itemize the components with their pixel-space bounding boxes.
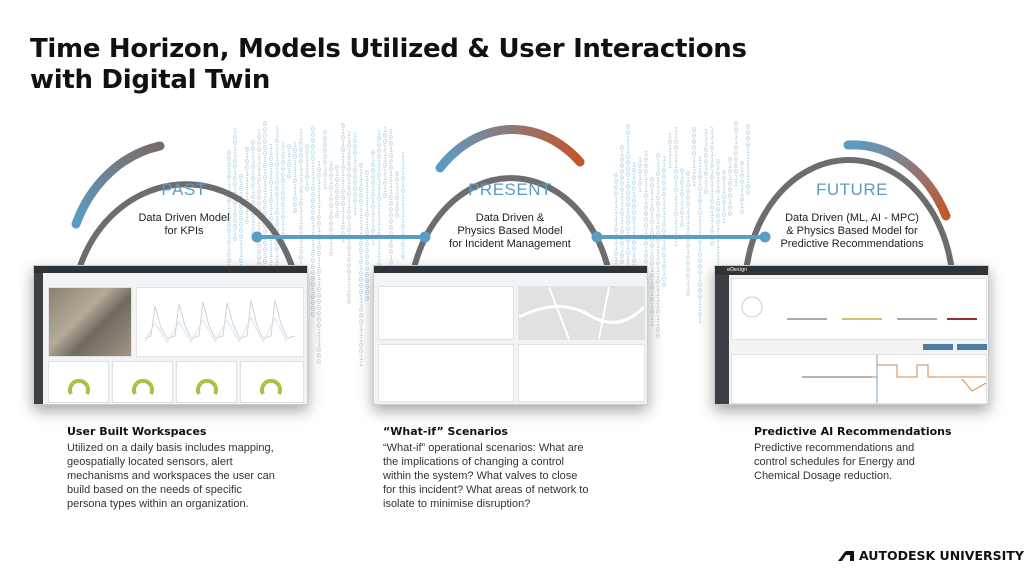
scenario-details-panel: [378, 286, 514, 340]
kpi-panel: [731, 278, 987, 340]
caption-what-if-scenarios: “What-if” Scenarios “What-if” operationa…: [383, 425, 588, 511]
caption-line: the implications of changing a control: [383, 456, 564, 468]
app-sidebar: [34, 273, 43, 404]
phase-description: Data Driven & Physics Based Model for In…: [400, 212, 620, 251]
phase-present: PRESENT Data Driven & Physics Based Mode…: [400, 180, 620, 251]
caption-heading: User Built Workspaces: [67, 425, 207, 438]
caption-line: for this incident? What areas of network…: [383, 484, 589, 496]
aerial-map: [48, 287, 132, 357]
caption-line: mechanisms and workspaces the user can: [67, 470, 275, 482]
phase-name: PAST: [161, 180, 207, 199]
desc-line: Physics Based Model: [457, 225, 563, 237]
future-arc: [742, 157, 956, 293]
line-chart-panel: [136, 287, 304, 357]
past-arc: [71, 181, 301, 293]
desc-line: & Physics Based Model for: [786, 225, 918, 237]
app-sidebar: [715, 275, 729, 404]
connector-past-present: [251, 231, 431, 243]
phase-description: Data Driven (ML, AI - MPC) & Physics Bas…: [742, 212, 962, 251]
title-line-1: Time Horizon, Models Utilized & User Int…: [30, 34, 747, 64]
caption-body: Predictive recommendations and control s…: [754, 441, 952, 483]
caption-line: control schedules for Energy and: [754, 456, 915, 468]
autodesk-logo-icon: [838, 550, 854, 561]
caption-line: build based on the needs of specific: [67, 484, 242, 496]
caption-line: isolate to minimise disruption?: [383, 498, 531, 510]
slide-title: Time Horizon, Models Utilized & User Int…: [30, 34, 747, 96]
action-button: [923, 344, 953, 350]
scenario-table-panel: [378, 344, 514, 402]
schedule-timeline: [731, 354, 987, 404]
present-arc-highlight: [435, 124, 585, 173]
caption-heading: “What-if” Scenarios: [383, 425, 508, 438]
phase-name: PRESENT: [468, 180, 552, 199]
phase-name: FUTURE: [816, 180, 888, 199]
caption-body: Utilized on a daily basis includes mappi…: [67, 441, 275, 511]
caption-user-built-workspaces: User Built Workspaces Utilized on a dail…: [67, 425, 275, 511]
desc-line: Predictive Recommendations: [780, 238, 924, 250]
workspace-dashboard-screenshot: [33, 265, 308, 405]
desc-line: Data Driven &: [475, 212, 545, 224]
caption-line: geospatially located sensors, alert: [67, 456, 233, 468]
app-header: [34, 266, 307, 273]
caption-line: persona types within an organization.: [67, 498, 249, 510]
desc-line: for KPIs: [164, 225, 204, 237]
action-button: [957, 344, 987, 350]
what-if-scenario-screenshot: [373, 265, 648, 405]
phase-future: FUTURE Data Driven (ML, AI - MPC) & Phys…: [742, 180, 962, 251]
autodesk-university-logo: AUTODESK UNIVERSITY: [838, 548, 1024, 563]
network-map: [518, 286, 646, 340]
phase-past: PAST Data Driven Model for KPIs: [74, 180, 294, 238]
gauge-card: [48, 361, 109, 403]
gauge-card: [240, 361, 304, 403]
title-line-2: with Digital Twin: [30, 65, 271, 95]
caption-heading: Predictive AI Recommendations: [754, 425, 952, 438]
app-name: eDesign: [727, 267, 748, 273]
app-header: [374, 266, 647, 273]
past-arc-highlight: [71, 141, 165, 229]
app-header: eDesign: [715, 266, 988, 275]
caption-line: within the system? What valves to close: [383, 470, 578, 482]
future-arc-highlight: [843, 140, 951, 221]
connector-present-future: [591, 231, 771, 243]
results-table-panel: [518, 344, 645, 402]
desc-line: Data Driven (ML, AI - MPC): [785, 212, 919, 224]
caption-body: “What-if” operational scenarios: What ar…: [383, 441, 588, 511]
gauge-card: [176, 361, 237, 403]
gauge-card: [112, 361, 173, 403]
logo-text: AUTODESK UNIVERSITY: [859, 548, 1024, 563]
desc-line: Data Driven Model: [138, 212, 230, 224]
caption-line: Predictive recommendations and: [754, 442, 915, 454]
predictive-recommendations-screenshot: eDesign: [714, 265, 989, 405]
caption-line: “What-if” operational scenarios: What ar…: [383, 442, 584, 454]
caption-predictive-ai: Predictive AI Recommendations Predictive…: [754, 425, 952, 483]
phase-description: Data Driven Model for KPIs: [74, 212, 294, 238]
caption-line: Utilized on a daily basis includes mappi…: [67, 442, 274, 454]
caption-line: Chemical Dosage reduction.: [754, 470, 893, 482]
desc-line: for Incident Management: [449, 238, 571, 250]
